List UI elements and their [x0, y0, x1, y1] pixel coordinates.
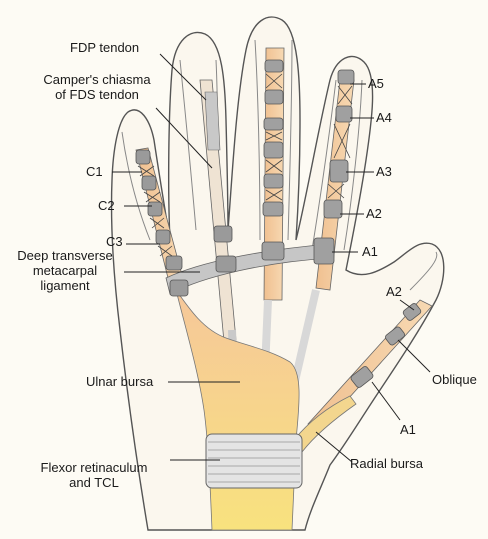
label-a2: A2 — [366, 206, 382, 221]
label-fdp-tendon: FDP tendon — [70, 40, 139, 55]
label-oblique: Oblique — [432, 372, 477, 387]
label-c3: C3 — [106, 234, 123, 249]
label-deep-transverse-line2: metacarpal — [6, 263, 124, 278]
label-deep-transverse-line1: Deep transverse — [6, 248, 124, 263]
label-flexor-retinaculum-line2: and TCL — [24, 475, 164, 490]
label-thumb-a1: A1 — [400, 422, 416, 437]
flexor-retinaculum-band — [206, 434, 302, 488]
label-flexor-retinaculum-line1: Flexor retinaculum — [24, 460, 164, 475]
label-campers-chiasma: Camper's chiasma of FDS tendon — [28, 72, 166, 102]
label-a3: A3 — [376, 164, 392, 179]
label-radial-bursa: Radial bursa — [350, 456, 423, 471]
label-a5: A5 — [368, 76, 384, 91]
label-c1: C1 — [86, 164, 103, 179]
label-deep-transverse: Deep transverse metacarpal ligament — [6, 248, 124, 293]
label-a1: A1 — [362, 244, 378, 259]
label-campers-chiasma-line2: of FDS tendon — [28, 87, 166, 102]
label-c2: C2 — [98, 198, 115, 213]
label-ulnar-bursa: Ulnar bursa — [86, 374, 153, 389]
label-campers-chiasma-line1: Camper's chiasma — [28, 72, 166, 87]
label-thumb-a2: A2 — [386, 284, 402, 299]
label-deep-transverse-line3: ligament — [6, 278, 124, 293]
label-flexor-retinaculum: Flexor retinaculum and TCL — [24, 460, 164, 490]
label-a4: A4 — [376, 110, 392, 125]
